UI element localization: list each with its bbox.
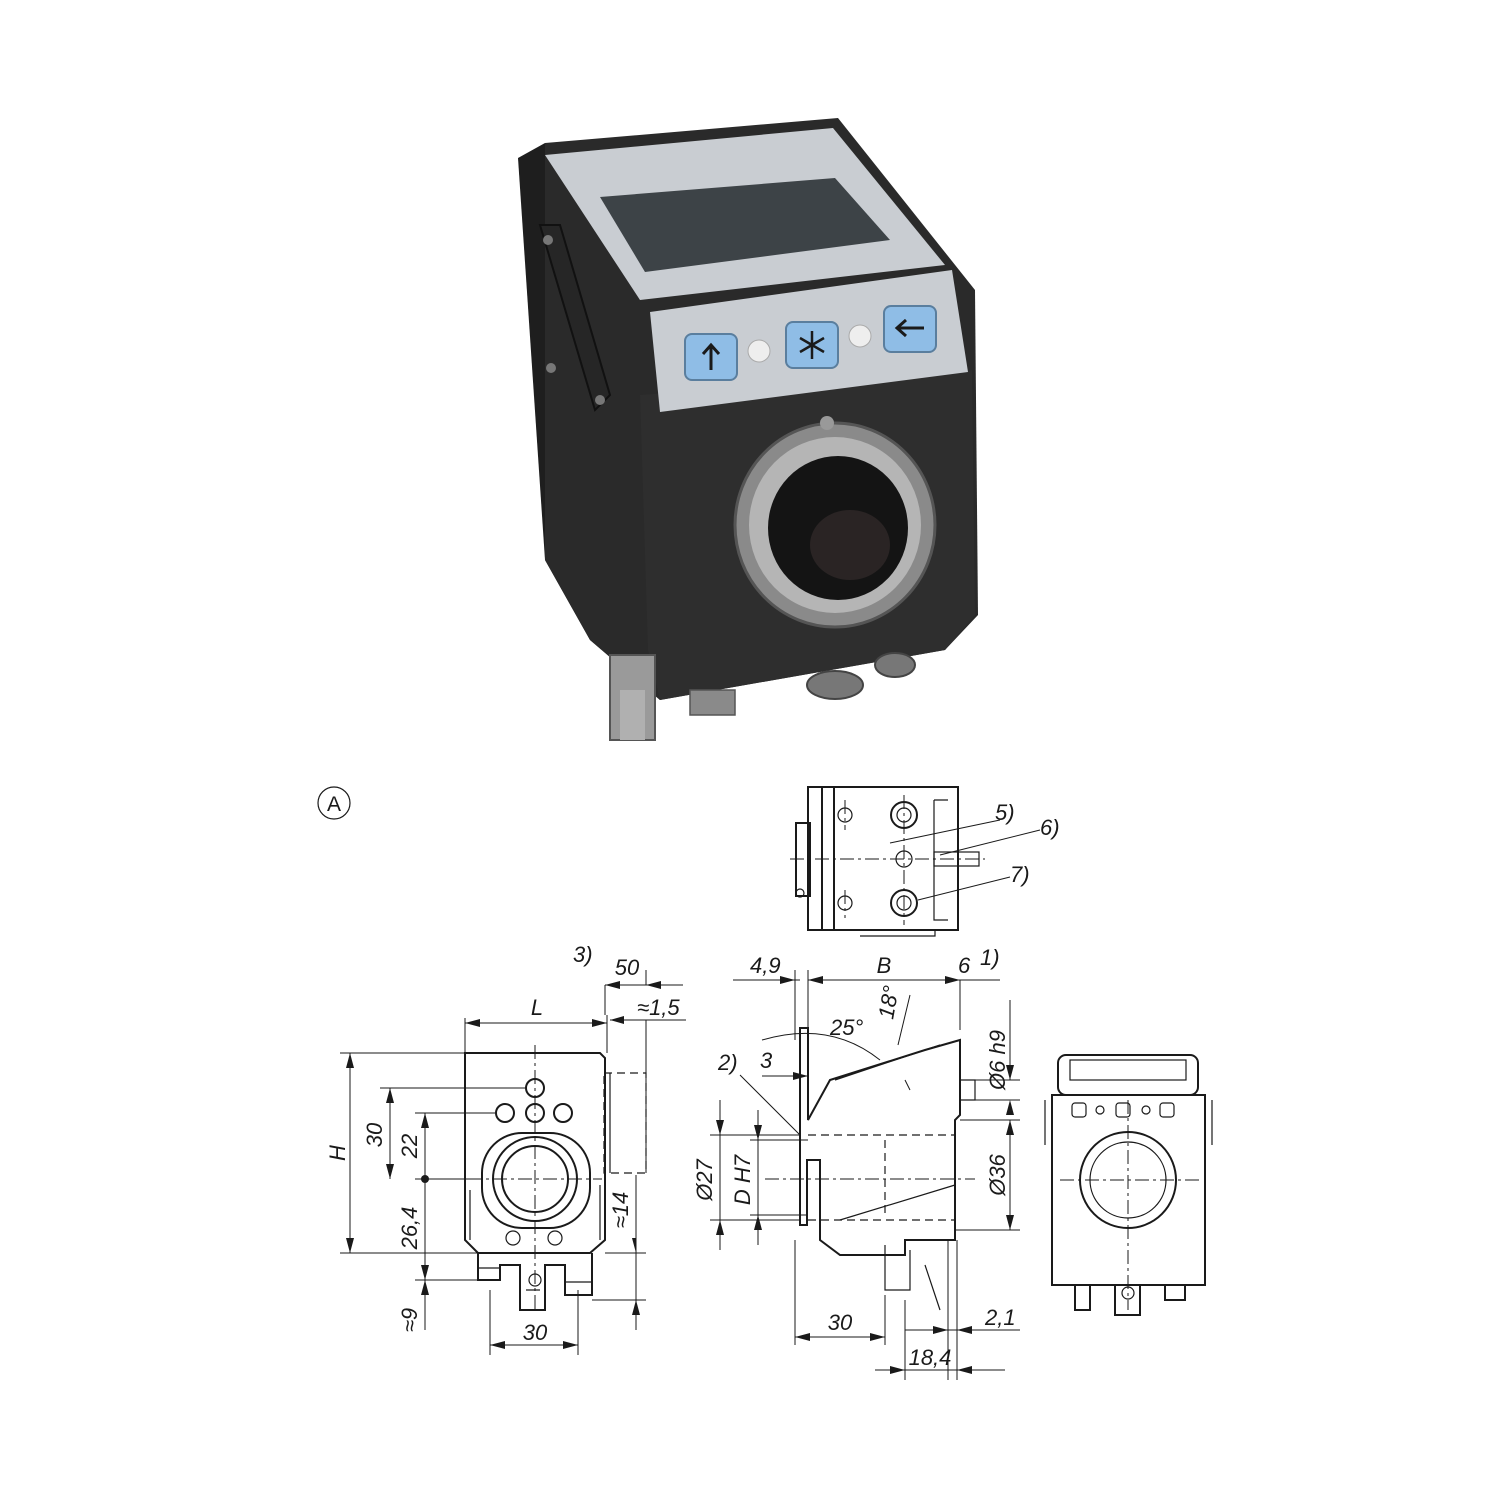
svg-text:2): 2) <box>717 1050 738 1075</box>
svg-text:H: H <box>325 1145 350 1161</box>
svg-text:≈14: ≈14 <box>608 1192 633 1229</box>
svg-text:Ø36: Ø36 <box>985 1153 1010 1196</box>
position-indicator-photo <box>518 118 978 741</box>
svg-text:50: 50 <box>615 955 640 980</box>
svg-text:≈1,5: ≈1,5 <box>637 995 680 1020</box>
svg-text:5): 5) <box>995 800 1015 825</box>
svg-text:6): 6) <box>1040 815 1060 840</box>
svg-text:30: 30 <box>828 1310 853 1335</box>
svg-text:3: 3 <box>760 1048 773 1073</box>
svg-text:22: 22 <box>397 1134 422 1159</box>
svg-text:18,4: 18,4 <box>909 1345 952 1370</box>
svg-text:7): 7) <box>1010 862 1030 887</box>
svg-text:25°: 25° <box>829 1015 863 1040</box>
svg-text:30: 30 <box>362 1122 387 1147</box>
svg-text:3): 3) <box>573 942 593 967</box>
svg-text:4,9: 4,9 <box>750 953 781 978</box>
svg-text:L: L <box>531 995 543 1020</box>
front-view: L 50 3) ≈1,5 H 30 22 26,4 ≈9 ≈14 30 <box>325 942 686 1355</box>
svg-text:30: 30 <box>523 1320 548 1345</box>
svg-text:1): 1) <box>980 945 1000 970</box>
svg-text:Ø6 h9: Ø6 h9 <box>985 1030 1010 1091</box>
svg-text:D H7: D H7 <box>730 1154 755 1205</box>
svg-text:≈9: ≈9 <box>397 1308 422 1332</box>
svg-text:A: A <box>327 793 341 816</box>
svg-text:6: 6 <box>958 953 971 978</box>
svg-text:26,4: 26,4 <box>397 1207 422 1251</box>
svg-text:B: B <box>877 953 892 978</box>
svg-text:2,1: 2,1 <box>984 1305 1016 1330</box>
top-view: 5) 6) 7) <box>790 786 1060 937</box>
panel-view <box>1044 1054 1213 1316</box>
svg-text:Ø27: Ø27 <box>692 1158 717 1201</box>
callout-a: A <box>317 786 351 820</box>
svg-text:18°: 18° <box>873 984 903 1021</box>
side-view: 4,9 B 6 1) 25° 18° Ø6 h9 2) 3 Ø27 D H7 Ø… <box>692 945 1020 1380</box>
